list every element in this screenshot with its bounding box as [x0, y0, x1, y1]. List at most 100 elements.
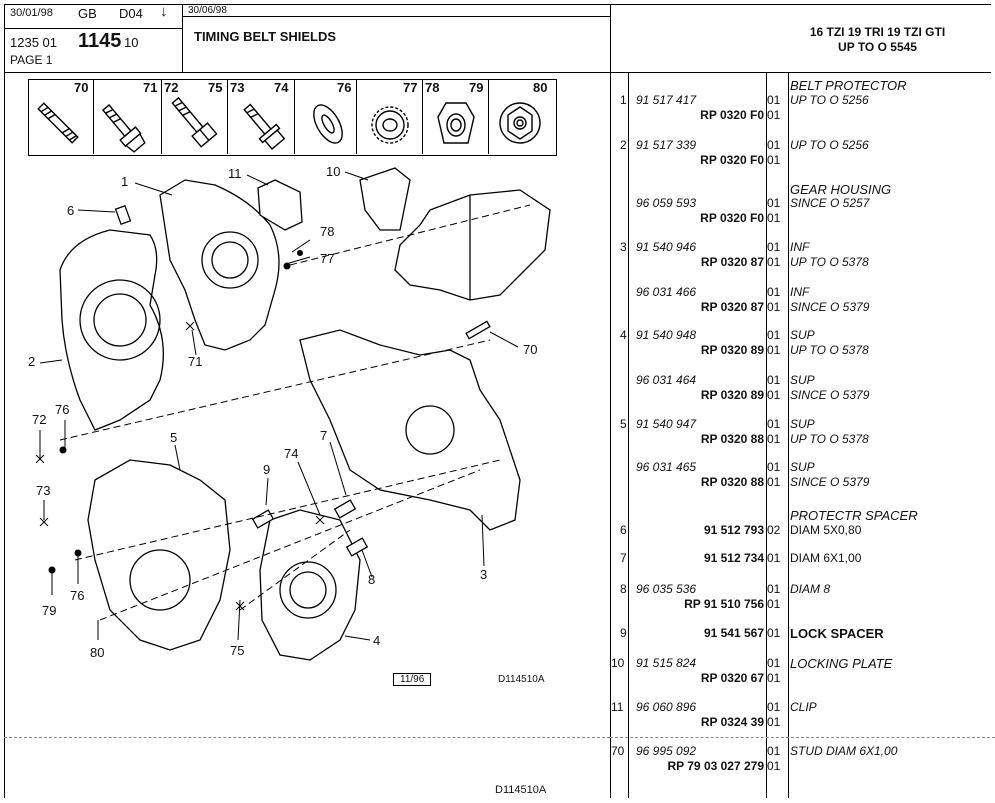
models-line-2: UP TO O 5545	[838, 40, 917, 54]
row-index: 7	[620, 551, 627, 565]
part-number: 91 515 824	[636, 656, 697, 670]
header-hline-2	[182, 16, 610, 17]
part-7-spacer	[333, 499, 357, 519]
callout-73: 73	[36, 483, 51, 498]
row-index: 6	[620, 523, 627, 537]
header-bottom-border	[4, 72, 991, 73]
rp-number: RP 0320 F0	[700, 211, 764, 225]
quantity-2: 01	[767, 759, 781, 773]
ref-prefix: 1235 01	[10, 35, 57, 50]
quantity: 01	[767, 138, 781, 152]
callout-3: 3	[480, 567, 488, 582]
strip-label-79: 79	[469, 80, 484, 95]
callout-80: 80	[90, 645, 105, 660]
strip-label-74: 74	[274, 80, 289, 95]
rp-number: RP 79 03 027 279	[667, 759, 764, 773]
nut-icon	[437, 102, 475, 144]
quantity-2: 01	[767, 626, 781, 640]
left-border	[4, 4, 5, 798]
rp-number: RP 0320 88	[700, 432, 764, 446]
callout-4: 4	[373, 633, 381, 648]
rp-number: RP 0320 F0	[700, 108, 764, 122]
strip-label-80: 80	[533, 80, 548, 95]
callout-71: 71	[188, 354, 203, 369]
lock-washer-icon	[371, 106, 409, 144]
strip-label-72: 72	[164, 80, 179, 95]
quantity: 01	[767, 700, 781, 714]
models-line-1: 16 TZI 19 TRI 19 TZI GTI	[809, 25, 946, 39]
quantity-2: 01	[767, 388, 781, 402]
page-title: TIMING BELT SHIELDS	[194, 29, 337, 44]
row-index: 70	[611, 744, 625, 758]
row-description: INF	[790, 240, 810, 254]
quantity-2: 01	[767, 671, 781, 685]
row-index: 1	[620, 93, 627, 107]
row-description-2: UP TO O 5378	[790, 432, 869, 446]
rp-number: 91 512 734	[703, 551, 764, 565]
footer-separator	[4, 737, 610, 738]
strip-label-76: 76	[337, 80, 352, 95]
strip-label-77: 77	[403, 80, 418, 95]
row-heading: GEAR HOUSING	[790, 182, 892, 197]
callout-79: 79	[42, 603, 57, 618]
quantity: 01	[767, 373, 781, 387]
row-index: 11	[611, 700, 624, 714]
row-description-2: LOCK SPACER	[790, 626, 884, 641]
row-description: LOCKING PLATE	[790, 656, 893, 671]
drawing-code: D114510A	[498, 674, 545, 685]
rp-number: RP 0324 39	[700, 715, 764, 729]
row-heading: BELT PROTECTOR	[790, 78, 907, 93]
rp-number: 91 541 567	[703, 626, 764, 640]
spacer-washer-icon	[313, 104, 343, 144]
callout-2: 2	[28, 354, 36, 369]
date-right: 30/06/98	[188, 5, 227, 16]
part-number: 91 517 339	[636, 138, 697, 152]
callout-70: 70	[523, 342, 538, 357]
rp-number: RP 0320 F0	[700, 153, 764, 167]
callout-7: 7	[320, 428, 328, 443]
rp-number: 91 512 793	[703, 523, 764, 537]
callout-74: 74	[284, 446, 299, 461]
quantity: 01	[767, 744, 781, 758]
down-arrow-icon: ↓	[160, 3, 168, 20]
quantity-2: 02	[767, 523, 781, 537]
footer-drawing-code: D114510A	[495, 784, 547, 796]
hardware-icons	[37, 96, 541, 153]
part-number: 96 995 092	[636, 744, 697, 758]
row-description-2: DIAM 6X1,00	[790, 551, 862, 565]
row-description: INF	[790, 285, 810, 299]
row-description: SUP	[790, 373, 815, 387]
part-11-clip	[257, 179, 303, 231]
part-number: 96 035 536	[636, 582, 697, 596]
part-8-spacer	[345, 537, 369, 557]
part-number: 91 540 946	[636, 240, 697, 254]
row-description-2: SINCE O 5379	[790, 388, 870, 402]
quantity-2: 01	[767, 475, 781, 489]
strip-label-75: 75	[208, 80, 223, 95]
part-5-lower-shield	[87, 459, 231, 651]
row-index: 8	[620, 582, 627, 596]
quantity-2: 01	[767, 551, 781, 565]
callout-1: 1	[121, 174, 129, 189]
quantity: 01	[767, 417, 781, 431]
gear-housing	[394, 189, 551, 301]
bolt-icon	[101, 103, 146, 153]
part-1-upper-cover	[159, 179, 280, 351]
quantity-2: 01	[767, 255, 781, 269]
rp-number: RP 91 510 756	[684, 597, 764, 611]
quantity-2: 01	[767, 432, 781, 446]
callout-9: 9	[263, 462, 271, 477]
row-description: SUP	[790, 328, 815, 342]
callout-6: 6	[67, 203, 75, 218]
callout-76: 76	[55, 402, 70, 417]
rp-number: RP 0320 67	[700, 671, 764, 685]
part-number: 91 540 948	[636, 328, 697, 342]
row-description: CLIP	[790, 700, 817, 714]
part-3-engine-support	[299, 329, 521, 531]
row-description-2: SINCE O 5379	[790, 475, 870, 489]
strip-label-71: 71	[143, 80, 158, 95]
date-left: 30/01/98	[10, 7, 53, 19]
row-description: SUP	[790, 417, 815, 431]
row-description: SINCE O 5257	[790, 196, 870, 210]
callout-11: 11	[228, 166, 242, 181]
